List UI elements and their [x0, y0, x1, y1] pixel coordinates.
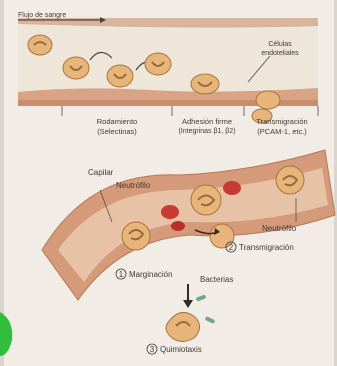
neutrophil-label-right: Neutrófilo — [262, 224, 296, 233]
stage-rodamiento-sub: (Selectinas) — [64, 127, 170, 136]
stage-adhesion-label: Adhesión firme — [168, 117, 246, 126]
neutrophil-cell — [276, 166, 304, 194]
stage-transmigracion-sub: (PCAM-1, etc.) — [246, 127, 318, 136]
red-blood-cell — [223, 181, 241, 195]
neutrophil-cell-adhered — [191, 74, 219, 94]
bacterium — [205, 316, 216, 324]
endothelial-label-line2: endoteliales — [252, 49, 308, 58]
red-blood-cell — [161, 205, 179, 219]
endothelial-label-line1: Células — [252, 40, 308, 49]
stage-transmigracion-label: Transmigración — [246, 117, 318, 126]
step-3-number: 3 — [147, 345, 157, 354]
capillary-label: Capilar — [88, 168, 113, 177]
flow-label: Flujo de sangre — [18, 11, 66, 20]
neutrophil-label-left: Neutrófilo — [116, 181, 150, 190]
step-2-label: Transmigración — [239, 243, 294, 252]
bacteria-label: Bacterias — [200, 275, 233, 284]
step-3-label: Quimiotaxis — [160, 345, 202, 354]
neutrophil-cell — [145, 53, 171, 75]
stage-adhesion-sub: (Integrinas β1, β2) — [164, 127, 250, 136]
neutrophil-cell-migrating — [166, 312, 200, 341]
neutrophil-cell — [28, 35, 52, 55]
stage-rodamiento-label: Rodamiento — [64, 117, 170, 126]
neutrophil-cell — [107, 65, 133, 87]
bacterium — [196, 294, 207, 301]
step-1-number: 1 — [116, 270, 126, 279]
neutrophil-cell — [122, 222, 150, 250]
neutrophil-cell — [63, 57, 89, 79]
neutrophil-cell — [191, 185, 221, 215]
step-1-label: Marginación — [129, 270, 173, 279]
red-blood-cell — [171, 221, 185, 231]
step-2-number: 2 — [226, 243, 236, 252]
page-edge-tab — [0, 312, 12, 356]
